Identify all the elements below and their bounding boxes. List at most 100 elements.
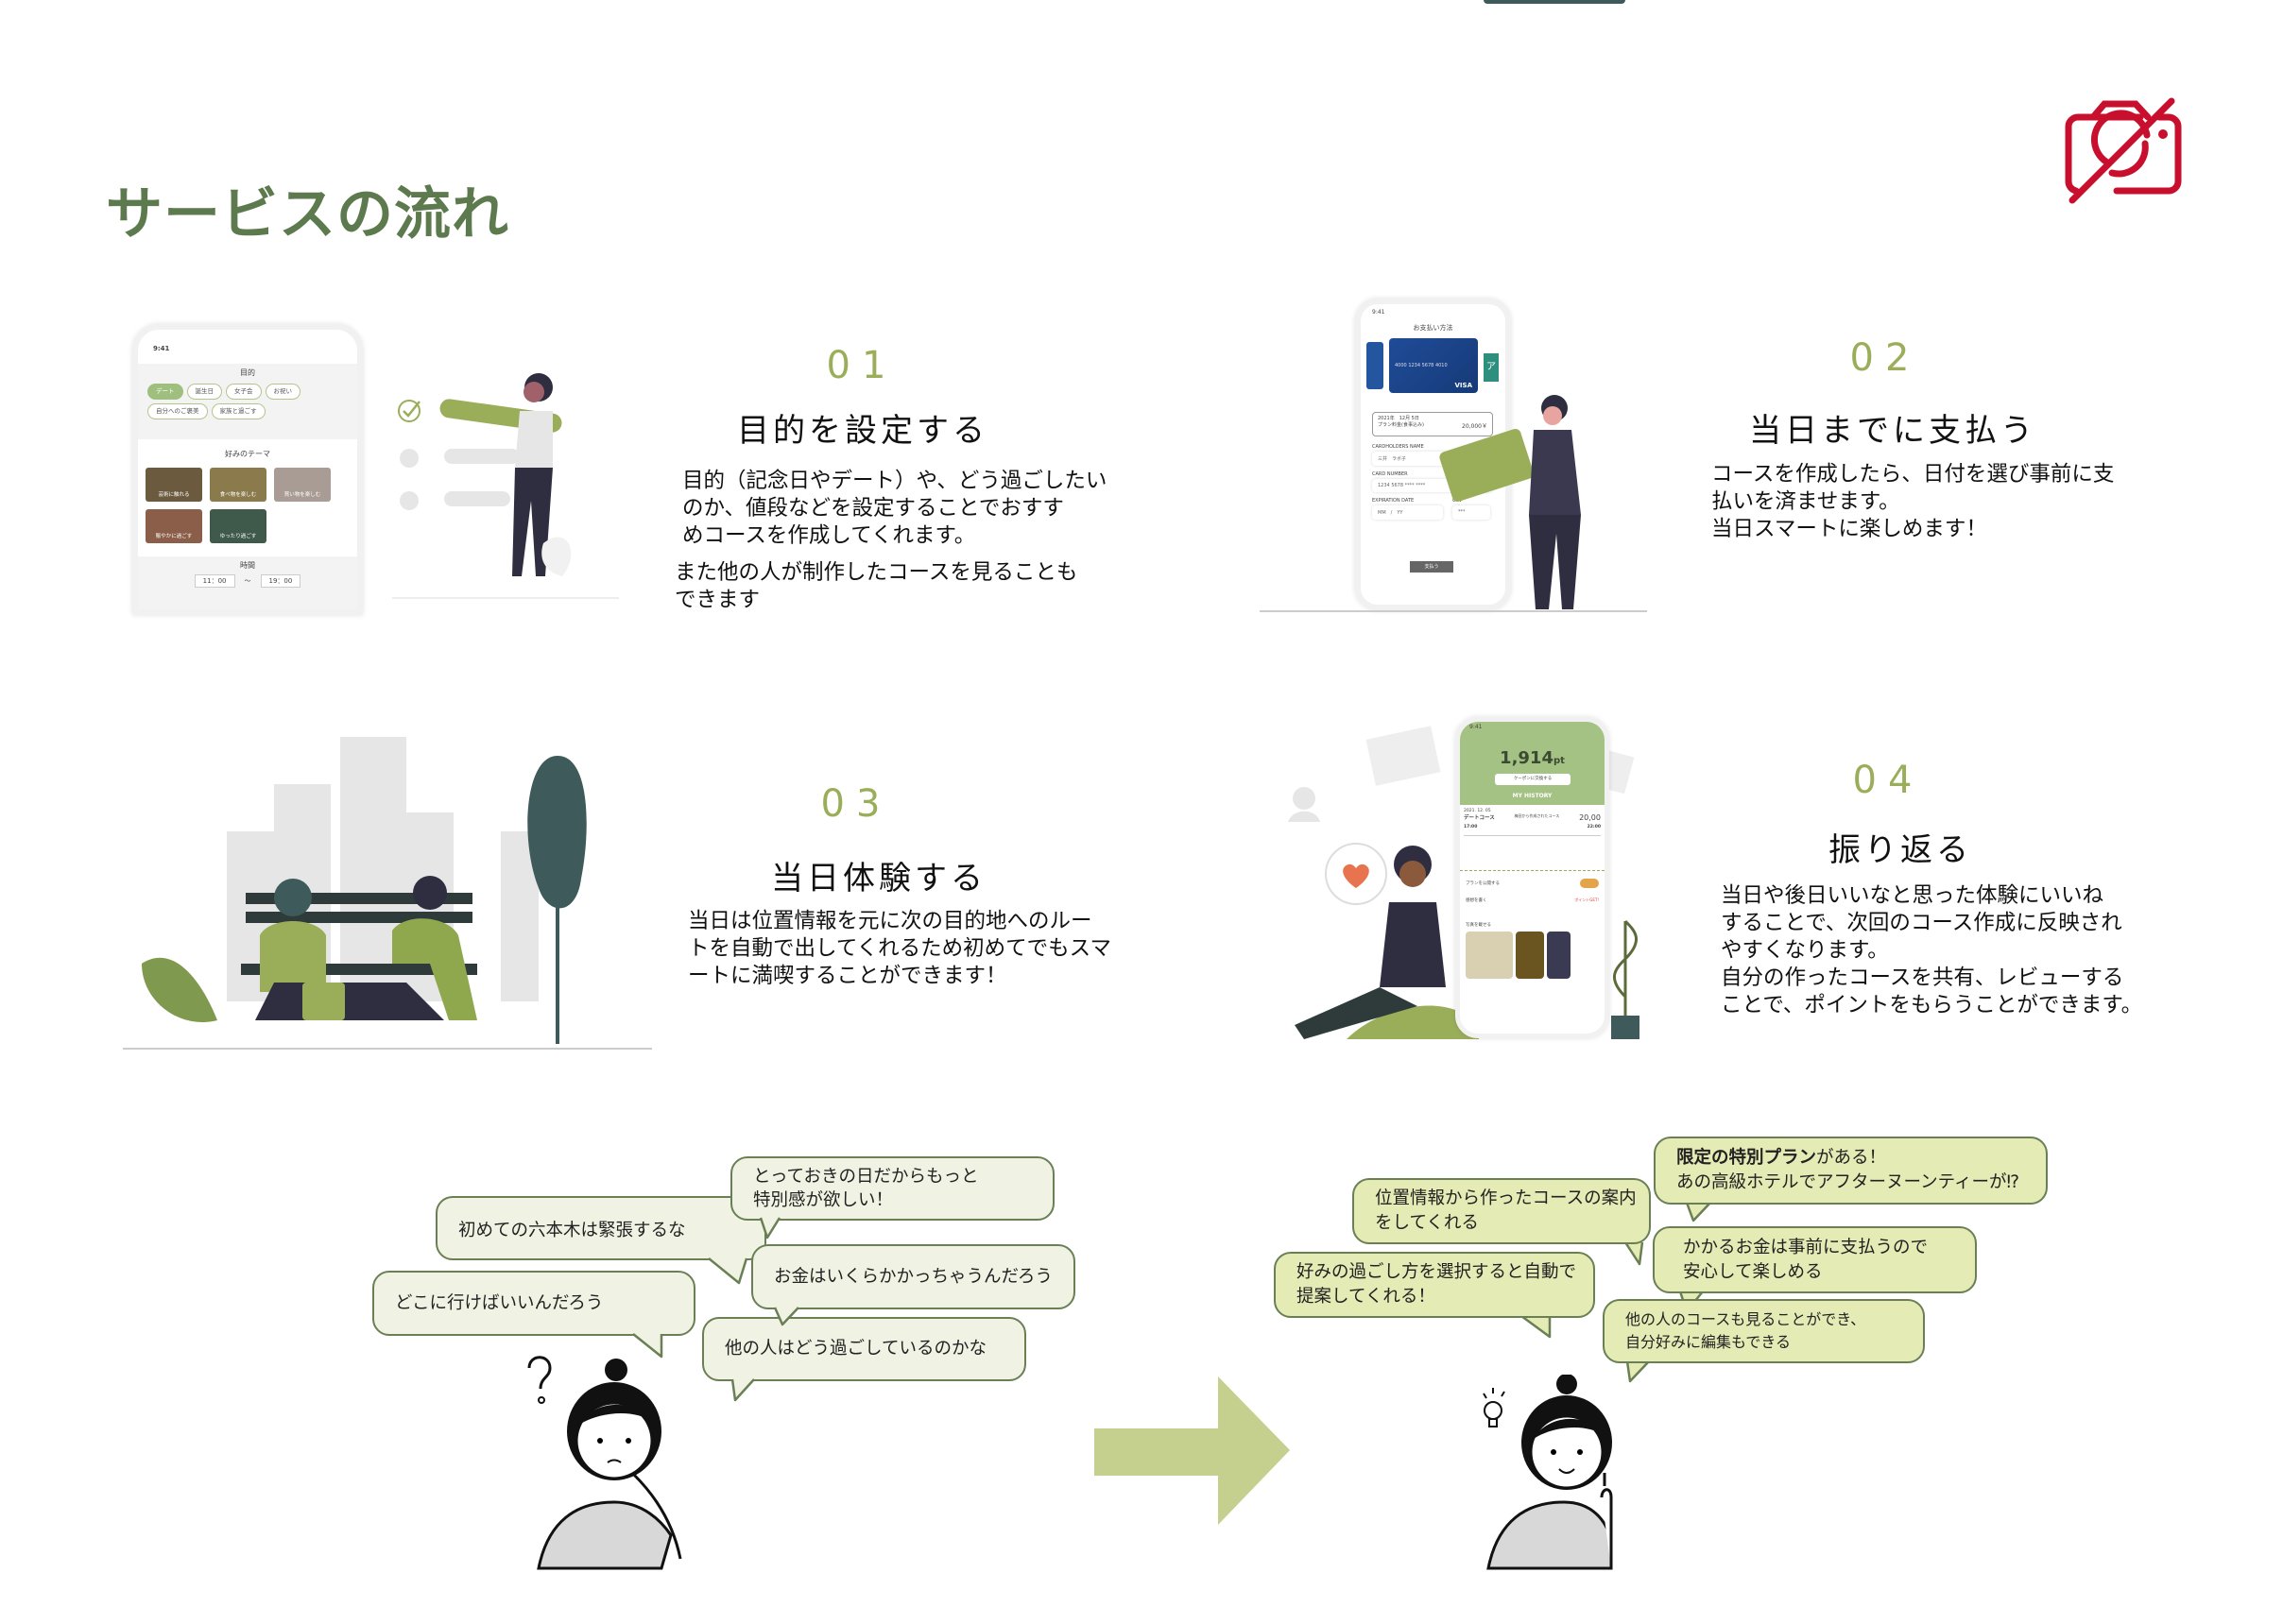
step-number: 04 <box>1852 759 1924 802</box>
worry-bubble: どこに行けばいいんだろう <box>372 1271 695 1336</box>
step-description: 当日は位置情報を元に次の目的地へのルートを自動で出してくれるため初めてでもスマー… <box>688 908 1111 990</box>
text-line: pt <box>1553 756 1565 766</box>
benefit-bubble-special-plan: 限定の特別プランがある！ あの高級ホテルでアフターヌーンティーが⁉ <box>1654 1137 2048 1205</box>
text-line: 他の人のコースも見ることができ、 <box>1625 1310 1866 1328</box>
text-line: 位置情報から作ったコースの案内 <box>1375 1188 1637 1208</box>
couple-on-bench-illustration <box>123 737 652 1050</box>
text-line: 17:00 <box>1464 825 1478 829</box>
text-line: ことで、ポイントをもらうことができます。 <box>1721 993 2143 1017</box>
step-heading: 振り返る <box>1828 831 1972 869</box>
text-line: トを自動で出してくれるため初めてでもスマ <box>688 936 1111 961</box>
page-title: サービスの流れ <box>106 181 509 248</box>
text-line: やすくなります。 <box>1721 938 1889 963</box>
chip-girls[interactable]: 女子会 <box>226 384 262 400</box>
theme-tile[interactable]: ゆったり過ごす <box>210 509 266 543</box>
text-line: 1,914 <box>1500 748 1553 768</box>
text-line: 20,000￥ <box>1462 423 1487 430</box>
theme-tile[interactable]: 芸術に触れる <box>146 468 202 502</box>
worry-bubble: 初めての六本木は緊張するな <box>436 1196 766 1260</box>
text-line: 2021年 12月 5日 <box>1378 416 1419 421</box>
text-line: ～ <box>244 577 251 585</box>
text-line: MY HISTORY <box>1512 793 1553 799</box>
text-line: 当日は位置情報を元に次の目的地へのルー <box>688 909 1092 933</box>
text-line: 写真を載せる <box>1466 923 1491 928</box>
chip-birthday[interactable]: 誕生日 <box>186 384 222 400</box>
text-line: CARD NUMBER <box>1372 471 1408 477</box>
text-line: 当日スマートに楽しめます！ <box>1711 517 1987 541</box>
pay-button[interactable]: 支払う <box>1410 561 1453 573</box>
text-line: 20,00 <box>1579 813 1601 822</box>
text-line: 払いを済ませます。 <box>1711 489 1900 514</box>
before-after-arrow <box>1094 1376 1290 1525</box>
text-line: デートコース <box>1464 815 1495 821</box>
text-line: プラン料金(食事込み) <box>1378 422 1424 428</box>
cvv-field[interactable]: *** <box>1452 505 1490 520</box>
benefit-bubble: 他の人のコースも見ることができ、自分好みに編集もできる <box>1603 1299 1925 1363</box>
text-line: 2021. 12. 05 <box>1464 809 1491 813</box>
text-line: がある！ <box>1816 1148 1887 1168</box>
text-line: することで、次回のコース作成に反映され <box>1721 911 2122 935</box>
chip-family[interactable]: 家族と過ごす <box>211 403 266 419</box>
text-line: コースを作成したら、日付を選び事前に支 <box>1711 462 2115 487</box>
step-description: 目的（記念日やデート）や、どう過ごしたいのか、値段などを設定することでおすすめコ… <box>675 468 1107 614</box>
start-time-select[interactable]: 11：00 <box>194 574 235 588</box>
text-line: 好みのテーマ <box>225 450 270 458</box>
text-line: 感想を書く <box>1466 898 1487 903</box>
person-selecting-illustration <box>392 373 619 599</box>
theme-tile[interactable]: 賑やかに過ごす <box>146 509 202 543</box>
step-number: 03 <box>820 782 892 826</box>
text-line: 自分好みに編集もできる <box>1625 1333 1792 1351</box>
text-line: お支払い方法 <box>1413 324 1453 332</box>
text-line: プランを公開する <box>1466 881 1500 886</box>
text-line: 梅田から作成されたコース <box>1514 813 1560 818</box>
coupon-exchange-button[interactable]: クーポンに交換する <box>1495 774 1571 785</box>
text-line: 9:41 <box>1469 724 1483 730</box>
text-line: 安心して楽しめる <box>1683 1261 1823 1282</box>
text-line: 目的 <box>240 368 255 377</box>
theme-tile[interactable]: 食べ物を楽しむ <box>210 468 266 502</box>
worry-bubble: とっておきの日だからもっと 特別感が欲しい！ <box>730 1156 1055 1221</box>
step-number: 02 <box>1849 336 1921 380</box>
text-line: できます <box>675 588 761 612</box>
text-line: 4000 1234 5678 4010 <box>1395 363 1448 368</box>
step-description: 当日や後日いいなと思った体験にいいねすることで、次回のコース作成に反映されやすく… <box>1721 882 2142 1019</box>
end-time-select[interactable]: 19：00 <box>260 574 301 588</box>
text-line: 限定の特別プラン <box>1676 1148 1817 1168</box>
text-line: ートに満喫することができます！ <box>688 964 1007 988</box>
text-line: のか、値段などを設定することでおすす <box>682 496 1064 521</box>
chip-reward[interactable]: 自分へのご褒美 <box>147 403 208 419</box>
chip-celebration[interactable]: お祝い <box>265 384 300 400</box>
benefit-bubble: 好みの過ごし方を選択すると自動で提案してくれる！ <box>1274 1252 1595 1318</box>
chip-date[interactable]: デート <box>147 384 183 400</box>
step-number: 01 <box>826 344 898 387</box>
woman-reviewing-illustration <box>1288 726 1639 1039</box>
text-line: 当日や後日いいなと思った体験にいいね <box>1721 883 2104 908</box>
text-line: 22:00 <box>1587 825 1601 829</box>
theme-tile[interactable]: 買い物を楽しむ <box>274 468 331 502</box>
publish-toggle[interactable] <box>1580 879 1599 888</box>
text-line: EXPIRATION DATE <box>1372 498 1415 504</box>
text-line: 9:41 <box>1372 309 1385 316</box>
benefit-bubble: かかるお金は事前に支払うので安心して楽しめる <box>1653 1226 1977 1293</box>
text-line: 時間 <box>240 561 255 570</box>
benefit-bubble: 位置情報から作ったコースの案内をしてくれる <box>1352 1178 1651 1244</box>
text-line: あの高級ホテルでアフターヌーンティーが⁉ <box>1676 1172 2020 1192</box>
text-line: VISA <box>1454 382 1472 389</box>
text-line: 好みの過ごし方を選択すると自動で <box>1296 1262 1577 1282</box>
text-line: ア <box>1484 353 1499 382</box>
top-edge-bar <box>1484 0 1625 4</box>
text-line: 9:41 <box>153 345 170 352</box>
text-line: 提案してくれる！ <box>1296 1287 1435 1307</box>
expiration-field[interactable]: MM / YY <box>1372 505 1443 520</box>
text-line: 目的（記念日やデート）や、どう過ごしたい <box>682 469 1107 493</box>
text-line: ポイントGET! <box>1574 897 1599 902</box>
happy-girl-with-idea-illustration <box>1483 1375 1613 1570</box>
purpose-setting-phone-mockup: 9:41 目的 デート誕生日女子会お祝い自分へのご褒美家族と過ごす 好みのテーマ… <box>132 324 363 615</box>
text-line: めコースを作成してくれます。 <box>682 523 976 548</box>
history-phone-mockup: 9:41 1,914pt クーポンに交換する MY HISTORY 2021. … <box>1455 717 1609 1038</box>
person-with-card-illustration <box>1260 395 1647 612</box>
text-line: 自分の作ったコースを共有、レビューする <box>1721 966 2124 990</box>
worry-bubble: お金はいくらかかっちゃうんだろう <box>751 1244 1075 1309</box>
step-description: コースを作成したら、日付を選び事前に支払いを済ませます。当日スマートに楽しめます… <box>1711 461 2114 543</box>
text-line: かかるお金は事前に支払うので <box>1683 1237 1929 1257</box>
